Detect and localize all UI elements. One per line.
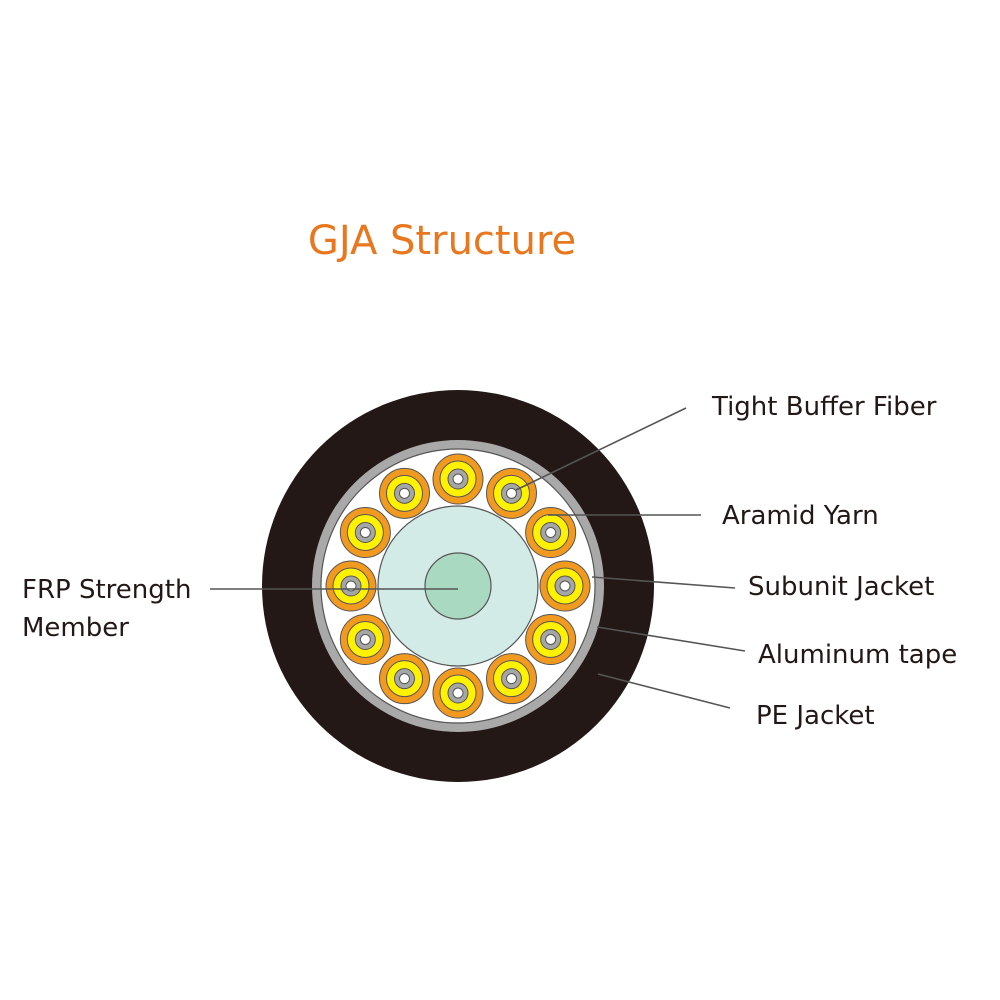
- fiber-core: [452, 687, 464, 699]
- fiber-core: [545, 527, 557, 538]
- subunit: [539, 560, 591, 612]
- subunit: [379, 467, 430, 519]
- label-frp-strength-member-line1: FRP Strength: [22, 575, 191, 605]
- leader-line-pe-jacket: [597, 673, 731, 709]
- subunit: [486, 653, 537, 705]
- subunit: [486, 467, 537, 519]
- fiber-core: [399, 673, 410, 685]
- leader-line-tight-buffer-fiber: [515, 407, 687, 491]
- fiber-core: [506, 487, 517, 499]
- label-aramid-yarn: Aramid Yarn: [722, 501, 879, 531]
- fiber-core: [559, 580, 571, 592]
- fiber-core: [452, 473, 464, 485]
- fiber-core: [359, 634, 371, 645]
- fiber-core: [506, 673, 517, 685]
- cable-cross-section: [262, 390, 654, 782]
- subunit: [339, 507, 391, 558]
- label-tight-buffer-fiber: Tight Buffer Fiber: [711, 392, 937, 422]
- subunit: [432, 453, 484, 505]
- subunit: [525, 614, 577, 665]
- label-pe-jacket: PE Jacket: [756, 701, 875, 731]
- fiber-core: [359, 527, 371, 538]
- fiber-core: [545, 634, 557, 645]
- diagram-title: GJA Structure: [308, 218, 576, 264]
- subunit: [379, 653, 430, 705]
- subunit: [432, 667, 484, 719]
- leader-line-subunit-jacket: [591, 576, 736, 589]
- subunit: [339, 614, 391, 665]
- fiber-core: [399, 487, 410, 499]
- label-frp-strength-member-line2: Member: [22, 613, 129, 643]
- leader-lines: [210, 407, 746, 709]
- frp-strength-member: [424, 552, 492, 620]
- subunit: [325, 560, 377, 612]
- subunit-ring: [325, 453, 591, 719]
- label-aluminum-tape: Aluminum tape: [758, 640, 957, 670]
- leader-line-aluminum-tape: [596, 626, 746, 652]
- label-subunit-jacket: Subunit Jacket: [748, 572, 934, 602]
- labels: Tight Buffer Fiber Aramid Yarn Subunit J…: [22, 392, 957, 731]
